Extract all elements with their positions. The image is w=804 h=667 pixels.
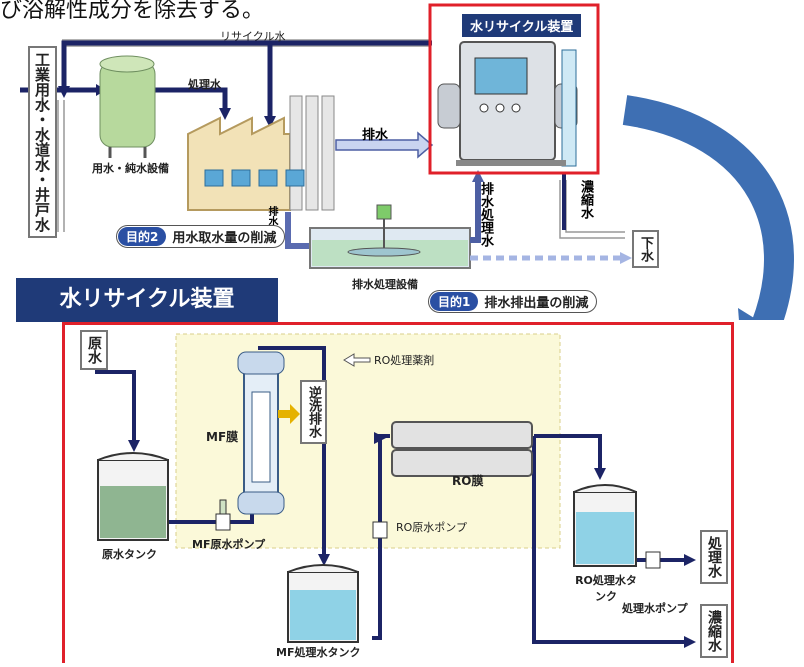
arrow-head (58, 86, 70, 98)
purpose2-text: 用水取水量の削減 (172, 231, 277, 246)
ro-membrane-label: RO膜 (452, 474, 484, 488)
raw-water-label: 原水 (80, 330, 108, 370)
treated-water-label: 処理水 (188, 78, 221, 91)
purpose1-tag: 目的1 (430, 292, 479, 311)
device-detail-frame (62, 322, 734, 663)
mf-membrane-label: MF膜 (206, 430, 239, 444)
purpose2-badge: 目的2 用水取水量の削減 (116, 225, 286, 248)
treated-pump-label: 処理水ポンプ (622, 602, 688, 615)
discharge-side-label: 排水 (266, 206, 277, 226)
ro-chemical-label: RO処理薬剤 (374, 354, 435, 367)
section-title: 水リサイクル装置 (16, 278, 278, 322)
treated-discharge-label: 排水処理水 (478, 182, 493, 247)
recycle-water-label: リサイクル水 (220, 30, 286, 43)
concentrated-label: 濃縮水 (578, 180, 593, 219)
bottom-diagram-graphics (95, 333, 696, 648)
purpose1-badge: 目的1 排水排出量の削減 (428, 290, 598, 313)
arrow-head (264, 116, 276, 128)
ro-pump-label: RO原水ポンプ (396, 521, 467, 534)
sewer-label: 下水 (632, 230, 659, 268)
arrow-head (219, 108, 231, 120)
device-title: 水リサイクル装置 (462, 14, 582, 37)
mf-tank-label: MF処理水タンク (276, 646, 361, 659)
purpose1-text: 排水排出量の削減 (484, 296, 589, 311)
out-concentrated-label: 濃縮水 (700, 604, 728, 658)
mf-pump-label: MF原水ポンプ (192, 538, 266, 551)
backwash-label: 逆洗排水 (300, 380, 327, 444)
water-facility-label: 用水・純水設備 (92, 162, 169, 175)
water-source-label: 工業用水・水道水・井戸水 (28, 46, 57, 238)
discharge-label: 排水 (362, 128, 389, 143)
top-diagram-graphics (20, 3, 794, 320)
ro-tank-label: RO処理水タンク (575, 574, 637, 603)
top-text-fragment: び浴解性成分を除去する。 (0, 0, 265, 23)
out-treated-label: 処理水 (700, 530, 728, 584)
treatment-facility-label: 排水処理設備 (352, 278, 418, 291)
purpose2-tag: 目的2 (118, 227, 167, 246)
raw-tank-label: 原水タンク (102, 548, 157, 561)
